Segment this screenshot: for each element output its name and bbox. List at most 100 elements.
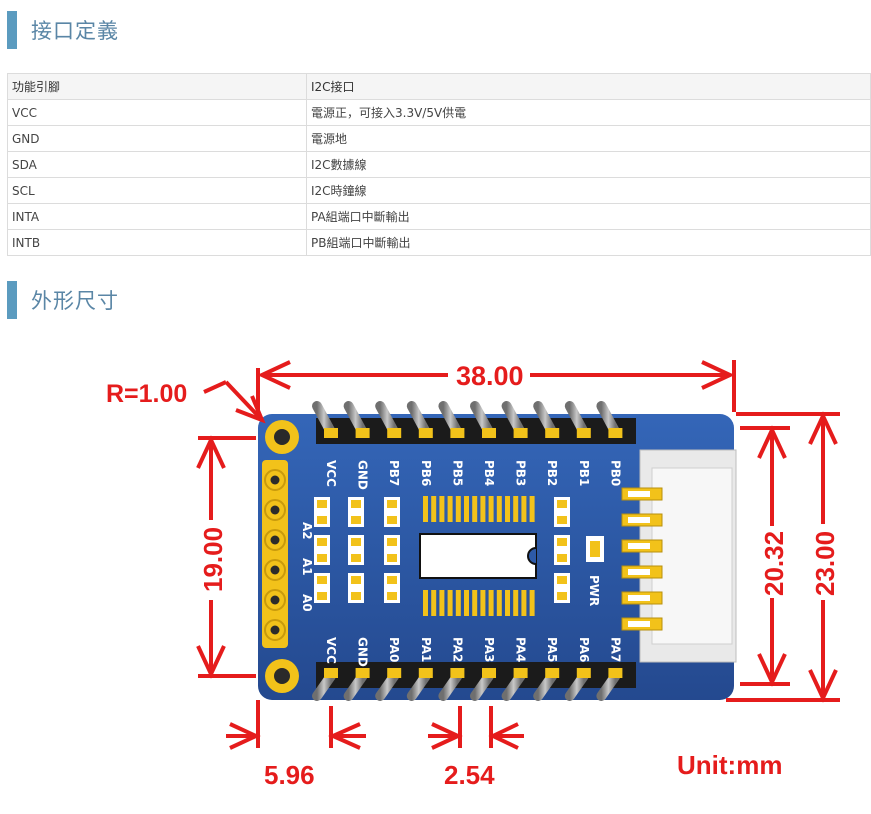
- ic-pad-top: [464, 496, 469, 522]
- table-cell-desc: PB組端口中斷輸出: [306, 229, 871, 256]
- bottom-pin-label: PA7: [608, 637, 622, 662]
- ic-pad-bottom: [505, 590, 510, 616]
- table-row: SCL I2C時鐘線: [7, 177, 871, 204]
- jumper-pad: [348, 535, 364, 565]
- pwr-led: [590, 541, 600, 557]
- dim-offset-label: 5.96: [264, 760, 315, 790]
- address-jumpers: [314, 497, 570, 603]
- header-pin: [375, 401, 402, 438]
- bottom-pin-label: PA4: [514, 637, 528, 662]
- bottom-pin-label: PA0: [387, 637, 401, 662]
- section-title-text: 接口定義: [31, 19, 119, 43]
- dim-left-height-label: 19.00: [198, 527, 228, 592]
- top-pin-label: PB7: [387, 460, 401, 486]
- title-accent-bar: [7, 281, 17, 319]
- header-pin: [470, 668, 496, 701]
- ic-pad-top: [529, 496, 535, 522]
- ic-pads: [423, 496, 535, 616]
- left-pad: [264, 469, 286, 491]
- mounting-hole-top-core: [274, 429, 290, 445]
- dim-arrow: [328, 722, 361, 750]
- table-row: INTB PB組端口中斷輸出: [7, 229, 871, 256]
- bottom-pin-label: GND: [356, 637, 370, 667]
- connector-pin: [621, 565, 663, 579]
- dimension-lines: [196, 360, 840, 750]
- ic-pad-top: [472, 496, 478, 522]
- table-header-row: 功能引腳 I2C接口: [7, 73, 871, 100]
- connector-pin: [621, 591, 663, 605]
- header-pin: [501, 668, 528, 701]
- jumper-pad: [384, 497, 400, 527]
- dim-arrow: [229, 722, 261, 750]
- top-pin-label: GND: [356, 460, 370, 490]
- header-pin: [564, 668, 591, 701]
- section-title-interface: 接口定義: [7, 11, 119, 49]
- ic-pad-bottom: [496, 590, 502, 616]
- addr-label: A2: [300, 522, 314, 540]
- ic-pad-bottom: [455, 590, 461, 616]
- section-title-dimensions: 外形尺寸: [7, 281, 119, 319]
- bottom-pin-label: PA1: [419, 637, 433, 662]
- table-header: 功能引腳: [7, 73, 307, 100]
- connector-pin: [621, 617, 663, 631]
- top-pin-label: PB1: [577, 460, 591, 486]
- table-cell-desc: 電源地: [306, 125, 871, 152]
- dim-radius-leader: [203, 380, 227, 394]
- header-pin: [470, 401, 496, 438]
- top-pin-label: VCC: [324, 460, 338, 487]
- header-pin: [312, 668, 338, 701]
- ic-pad-top: [521, 496, 527, 522]
- jumper-pad: [314, 535, 330, 565]
- table-row: VCC 電源正，可接入3.3V/5V供電: [7, 99, 871, 126]
- jumper-pad: [384, 535, 400, 565]
- ic-pad-bottom: [423, 590, 428, 616]
- ic-pad-top: [488, 496, 494, 522]
- header-pin: [501, 401, 528, 438]
- header-pin: [406, 401, 433, 438]
- bottom-pin-label: PA5: [545, 637, 559, 662]
- table-cell-pin: SCL: [7, 177, 307, 204]
- jumper-pad: [348, 573, 364, 603]
- left-pad: [264, 619, 286, 641]
- top-pin-label: PB6: [419, 460, 433, 486]
- unit-label: Unit:mm: [677, 750, 782, 780]
- ic-pad-top: [496, 496, 502, 522]
- header-pin: [438, 401, 465, 438]
- dim-pitch-label: 2.54: [444, 760, 495, 790]
- ic-pad-top: [447, 496, 453, 522]
- dim-arrow: [757, 425, 787, 459]
- jumper-pad: [384, 573, 400, 603]
- left-pad: [264, 559, 286, 581]
- header-pin: [375, 668, 402, 701]
- bottom-pin-label: VCC: [324, 637, 338, 664]
- left-pad: [264, 499, 286, 521]
- connector-pin: [621, 513, 663, 527]
- connector-inner: [651, 467, 733, 645]
- table-row: SDA I2C數據線: [7, 151, 871, 178]
- mounting-hole-bottom-core: [274, 668, 290, 684]
- dim-arrow: [808, 669, 838, 703]
- dim-arrow: [257, 360, 291, 390]
- ic-pad-bottom: [488, 590, 494, 616]
- table-cell-pin: VCC: [7, 99, 307, 126]
- dim-arrow: [431, 722, 463, 750]
- ic-pad-top: [513, 496, 519, 522]
- table-cell-desc: I2C數據線: [306, 151, 871, 178]
- table-cell-pin: INTB: [7, 229, 307, 256]
- top-pin-label: PB0: [608, 460, 622, 486]
- connector-pins: [621, 487, 663, 631]
- section-title-text: 外形尺寸: [31, 289, 119, 313]
- header-pin: [533, 401, 560, 438]
- left-pad: [264, 589, 286, 611]
- table-row: INTA PA組端口中斷輸出: [7, 203, 871, 230]
- header-pin: [596, 668, 623, 701]
- addr-label: A0: [300, 594, 314, 612]
- top-pin-label: PB5: [450, 460, 464, 486]
- table-row: GND 電源地: [7, 125, 871, 152]
- ic-pad-bottom: [431, 590, 437, 616]
- jumper-pad: [314, 497, 330, 527]
- table-cell-desc: 電源正，可接入3.3V/5V供電: [306, 99, 871, 126]
